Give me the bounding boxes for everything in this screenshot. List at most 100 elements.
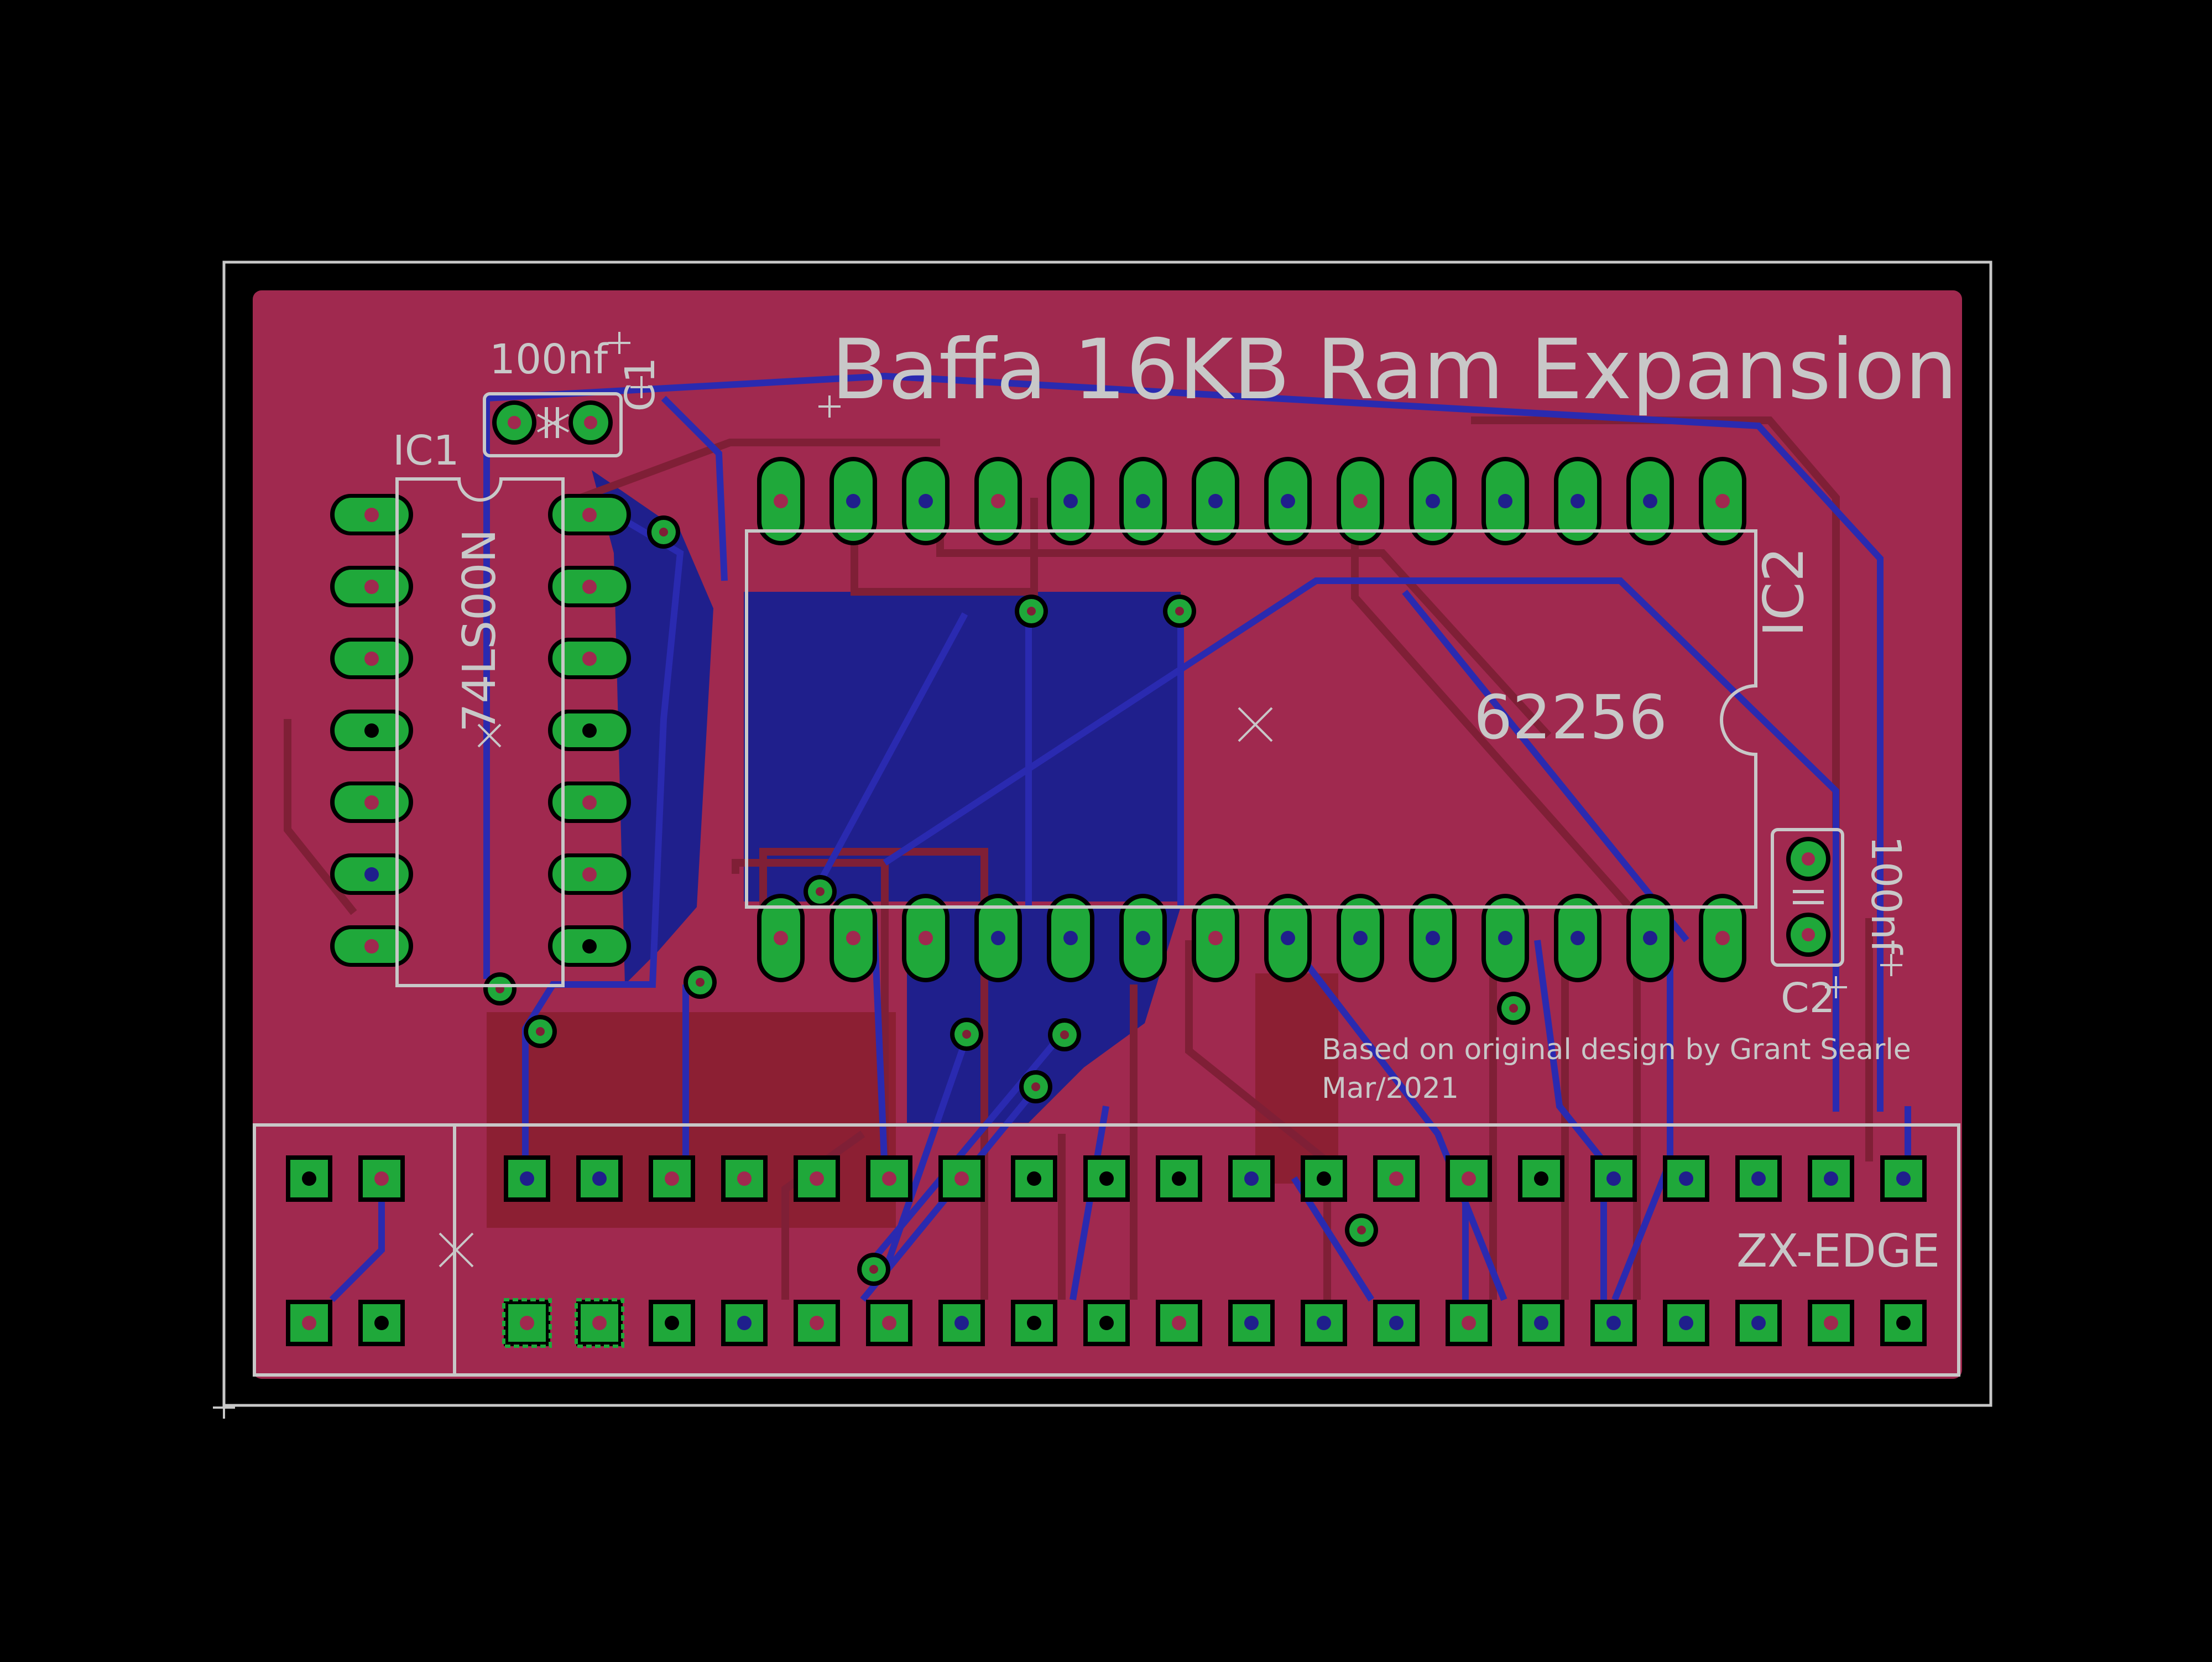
ic2-pad: [1337, 894, 1384, 982]
c1-pads: [492, 400, 613, 445]
c1-value-label: 100nf: [489, 336, 609, 383]
edge-pad: [286, 1300, 332, 1346]
edge-pad: [1011, 1300, 1057, 1346]
board-title: Baffa 16KB Ram Expansion: [831, 322, 1958, 418]
via: [950, 1018, 983, 1051]
via: [857, 1253, 890, 1286]
via: [483, 972, 517, 1005]
via: [804, 875, 837, 908]
ic1-pad: [330, 853, 413, 895]
edge-pad: [1590, 1155, 1637, 1202]
via: [524, 1015, 557, 1048]
edge-pad: [1446, 1155, 1492, 1202]
ic1-pad: [330, 925, 413, 967]
ic2-pad: [1699, 894, 1746, 982]
ic2-pad: [1192, 894, 1239, 982]
bottom-copper-traces: [329, 372, 1911, 1327]
ic2-pad: [902, 894, 950, 982]
ic2-pad: [1699, 457, 1746, 545]
edge-connector-outline: [253, 1123, 1960, 1377]
edge-pad: [649, 1155, 695, 1202]
edge-pad: [938, 1155, 985, 1202]
ic2-pad: [1481, 457, 1529, 545]
board-dimension-outline: [222, 260, 1992, 1407]
ic2-pad: [830, 457, 877, 545]
ic1-pads: [330, 494, 631, 967]
edge-pad: [1808, 1300, 1854, 1346]
ic1-pad: [330, 494, 413, 535]
edge-pad: [1228, 1155, 1275, 1202]
ic1-pad: [548, 566, 631, 607]
edge-connector-label: ZX-EDGE: [1736, 1225, 1940, 1278]
ic2-pad: [1047, 457, 1094, 545]
edge-pad: [1446, 1300, 1492, 1346]
ic2-pad: [1626, 457, 1674, 545]
ic1-pad: [330, 781, 413, 823]
c2-outline: [1771, 828, 1844, 967]
ic1-pad: [548, 494, 631, 535]
edge-pad: [1301, 1300, 1347, 1346]
origin-markers: [213, 332, 1902, 1419]
ic1-pad: [548, 925, 631, 967]
edge-pad: [502, 1298, 552, 1348]
ic2-pad: [1264, 457, 1312, 545]
ic2-pad: [1481, 894, 1529, 982]
edge-pad: [1518, 1300, 1564, 1346]
ic2-pad: [1264, 894, 1312, 982]
edge-pad: [1301, 1155, 1347, 1202]
ic2-pad: [1047, 894, 1094, 982]
ic2-pad: [902, 457, 950, 545]
ic2-pad: [1337, 457, 1384, 545]
ic2-pad: [1409, 894, 1457, 982]
edge-pad: [866, 1300, 912, 1346]
ic1-pad: [548, 710, 631, 751]
edge-pad: [1228, 1300, 1275, 1346]
c2-ref-label: C2: [1781, 975, 1835, 1022]
ic1-pad: [548, 853, 631, 895]
edge-pad: [286, 1155, 332, 1202]
edge-pad: [358, 1300, 405, 1346]
edge-pad: [794, 1155, 840, 1202]
edge-pad: [358, 1155, 405, 1202]
vias: [483, 515, 1530, 1286]
ic2-pad: [757, 894, 805, 982]
via: [1015, 595, 1048, 628]
edge-pad: [1663, 1155, 1709, 1202]
edge-pad: [1735, 1155, 1782, 1202]
edge-pad: [1663, 1300, 1709, 1346]
edge-pad: [1735, 1300, 1782, 1346]
ic1-pad: [548, 781, 631, 823]
edge-pad: [575, 1298, 624, 1348]
edge-pad: [1518, 1155, 1564, 1202]
ic2-pad: [1554, 894, 1601, 982]
ic1-value-label: 74LS00N: [453, 529, 506, 732]
ic2-pad: [974, 894, 1022, 982]
via: [684, 966, 717, 999]
ic1-pad: [330, 566, 413, 607]
via: [1048, 1018, 1081, 1051]
edge-pad: [1083, 1155, 1130, 1202]
ic2-pad: [1409, 457, 1457, 545]
credit-line-1: Based on original design by Grant Searle: [1322, 1033, 1911, 1066]
edge-connector-pads-top-row: [286, 1155, 1927, 1202]
ic2-pads-top-row: [757, 457, 1746, 545]
c2-pads: [1786, 837, 1830, 957]
via: [647, 515, 680, 549]
edge-pad: [794, 1300, 840, 1346]
credit-line-2: Mar/2021: [1322, 1072, 1459, 1105]
c1-outline: [483, 392, 623, 457]
ic2-pad: [1192, 457, 1239, 545]
ic2-pads-bottom-row: [757, 894, 1746, 982]
ic2-outline: [745, 529, 1757, 909]
edge-pad: [1590, 1300, 1637, 1346]
ic2-pad: [1119, 894, 1167, 982]
ic1-pad: [330, 638, 413, 679]
edge-pad: [504, 1155, 550, 1202]
ic1-outline: [395, 477, 565, 987]
edge-connector-pads-bottom-row: [286, 1298, 1927, 1348]
silkscreen-outlines: [253, 392, 1960, 1377]
ic2-value-label: 62256: [1474, 682, 1667, 753]
edge-pad: [866, 1155, 912, 1202]
